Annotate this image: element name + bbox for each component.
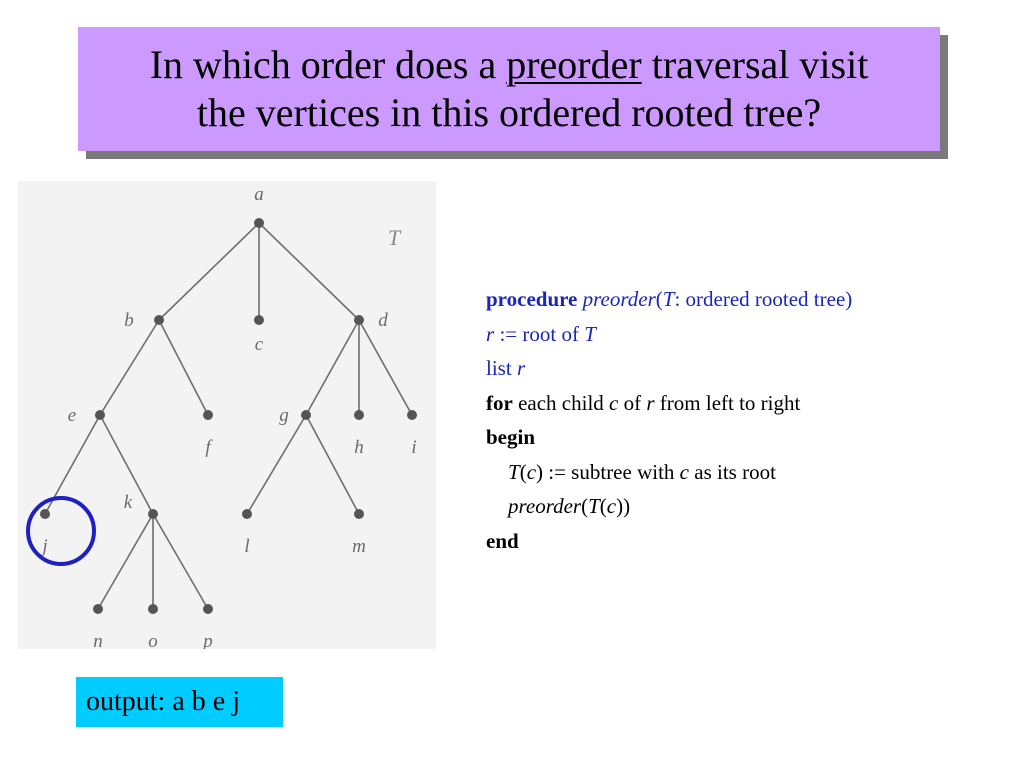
tree-node-m bbox=[354, 509, 364, 519]
tree-edge-d-g bbox=[305, 319, 360, 416]
code-line-3: list r bbox=[486, 356, 526, 380]
slide-title: In which order does a preorder traversal… bbox=[78, 27, 940, 151]
code-line-2: r := root of T bbox=[486, 321, 596, 346]
output-box: output: a b e j bbox=[76, 677, 283, 727]
tree-node-label-n: n bbox=[93, 631, 103, 649]
tree-node-p bbox=[203, 604, 213, 614]
tree-node-c bbox=[254, 315, 264, 325]
tree-node-label-j: j bbox=[39, 536, 47, 557]
code-line-8: end bbox=[486, 528, 519, 553]
tree-node-label-k: k bbox=[124, 492, 133, 513]
tree-node-label-m: m bbox=[352, 536, 366, 557]
tree-node-label-e: e bbox=[68, 405, 76, 426]
tree-name-label: T bbox=[388, 225, 402, 250]
tree-edge-a-d bbox=[258, 222, 360, 321]
title-line-2: the vertices in this ordered rooted tree… bbox=[196, 90, 822, 135]
tree-edge-b-e bbox=[99, 319, 160, 416]
tree-node-f bbox=[203, 410, 213, 420]
tree-edge-d-i bbox=[358, 319, 413, 416]
tree-node-label-c: c bbox=[255, 334, 264, 355]
tree-node-i bbox=[407, 410, 417, 420]
code-line-5: begin bbox=[486, 425, 536, 449]
tree-edge-k-n bbox=[97, 513, 154, 610]
tree-edge-a-b bbox=[158, 222, 260, 321]
tree-node-label-i: i bbox=[411, 437, 416, 458]
title-line-1: In which order does a preorder traversal… bbox=[149, 42, 869, 87]
tree-node-label-b: b bbox=[124, 310, 134, 331]
code-line-1: procedure preorder(T: ordered rooted tre… bbox=[486, 287, 853, 311]
tree-node-label-l: l bbox=[244, 536, 249, 557]
tree-node-o bbox=[148, 604, 158, 614]
tree-node-g bbox=[301, 410, 311, 420]
tree-node-d bbox=[354, 315, 364, 325]
tree-node-n bbox=[93, 604, 103, 614]
tree-diagram: a b c d e f g h i j k l m n o p T bbox=[18, 181, 436, 649]
title-emphasis: preorder bbox=[506, 42, 642, 87]
tree-node-h bbox=[354, 410, 364, 420]
tree-edge-g-m bbox=[305, 414, 360, 515]
tree-edge-g-l bbox=[246, 414, 307, 515]
tree-edge-b-f bbox=[158, 319, 209, 416]
tree-node-j bbox=[40, 509, 50, 519]
tree-canvas: a b c d e f g h i j k l m n o p T bbox=[26, 184, 417, 649]
tree-node-l bbox=[242, 509, 252, 519]
tree-node-label-p: p bbox=[201, 631, 213, 649]
tree-node-e bbox=[95, 410, 105, 420]
tree-node-label-o: o bbox=[148, 631, 158, 649]
code-line-4: for each child c of r from left to right bbox=[486, 390, 801, 415]
tree-node-label-f: f bbox=[205, 437, 213, 458]
tree-node-b bbox=[154, 315, 164, 325]
tree-edge-k-p bbox=[152, 513, 209, 610]
highlight-ring bbox=[26, 496, 96, 566]
tree-node-k bbox=[148, 509, 158, 519]
tree-node-a bbox=[254, 218, 264, 228]
tree-edge-e-k bbox=[99, 414, 154, 515]
tree-node-label-g: g bbox=[279, 405, 289, 426]
tree-node-label-h: h bbox=[354, 437, 364, 458]
code-line-7: preorder(T(c)) bbox=[508, 494, 631, 518]
code-line-6: T(c) := subtree with c as its root bbox=[508, 459, 776, 484]
tree-node-label-d: d bbox=[378, 310, 388, 331]
tree-node-label-a: a bbox=[254, 184, 264, 205]
pseudocode: procedure preorder(T: ordered rooted tre… bbox=[486, 282, 852, 558]
